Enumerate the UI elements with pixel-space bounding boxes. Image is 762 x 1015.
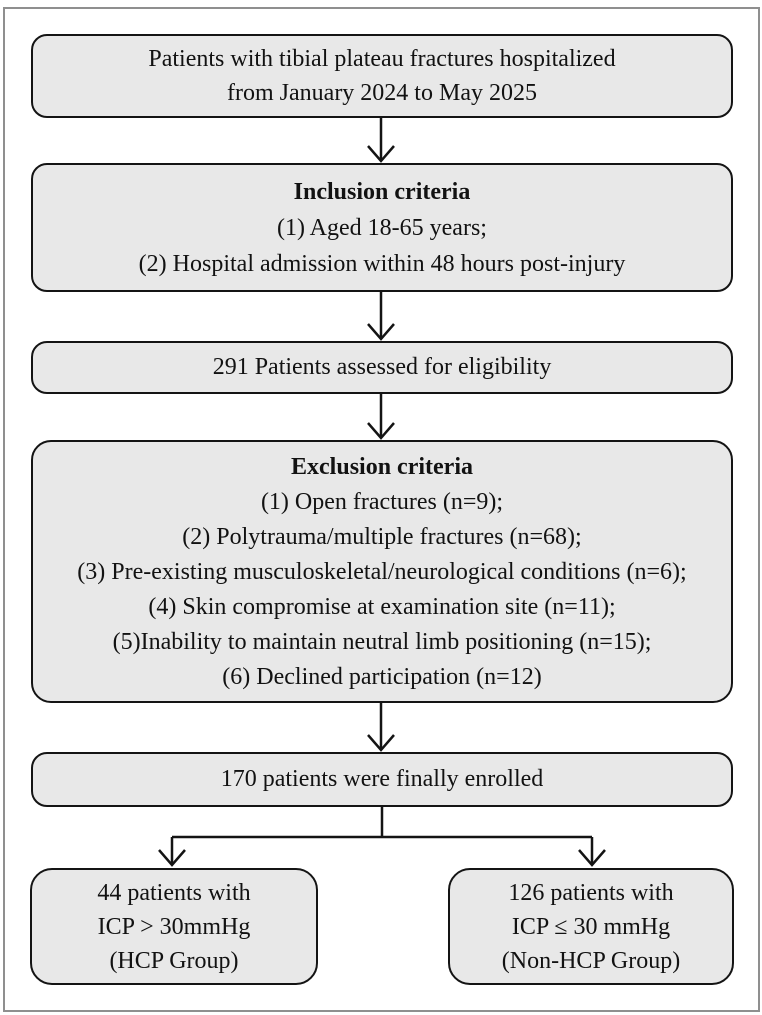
- box-non-hcp-group: 126 patients with ICP ≤ 30 mmHg (Non-HCP…: [448, 868, 734, 985]
- branch-connector: [158, 807, 606, 867]
- non-hcp-line-3: (Non-HCP Group): [501, 947, 681, 974]
- down-arrow-1: [367, 118, 395, 163]
- enrolled-line: 170 patients were finally enrolled: [220, 766, 544, 792]
- exclusion-item-4: (4) Skin compromise at examination site …: [148, 593, 616, 620]
- box-hcp-group: 44 patients with ICP > 30mmHg (HCP Group…: [30, 868, 318, 985]
- inclusion-item-2: (2) Hospital admission within 48 hours p…: [138, 250, 626, 277]
- inclusion-criteria-title: Inclusion criteria: [293, 178, 471, 205]
- exclusion-criteria-title: Exclusion criteria: [291, 453, 473, 480]
- inclusion-item-1: (1) Aged 18-65 years;: [277, 214, 487, 241]
- down-arrow-3: [367, 394, 395, 440]
- exclusion-item-6: (6) Declined participation (n=12): [222, 663, 542, 690]
- box-exclusion-criteria: Exclusion criteria (1) Open fractures (n…: [31, 440, 733, 703]
- exclusion-item-2: (2) Polytrauma/multiple fractures (n=68)…: [182, 523, 582, 550]
- box-population-line-1: Patients with tibial plateau fractures h…: [148, 46, 616, 72]
- hcp-line-2: ICP > 30mmHg: [97, 913, 251, 940]
- box-population-line-2: from January 2024 to May 2025: [227, 80, 537, 106]
- box-finally-enrolled: 170 patients were finally enrolled: [31, 752, 733, 807]
- down-arrow-4: [367, 703, 395, 752]
- box-inclusion-criteria: Inclusion criteria (1) Aged 18-65 years;…: [31, 163, 733, 292]
- exclusion-item-5: (5)Inability to maintain neutral limb po…: [112, 628, 652, 655]
- exclusion-item-1: (1) Open fractures (n=9);: [260, 488, 504, 515]
- non-hcp-line-1: 126 patients with: [508, 879, 674, 906]
- box-assessed-for-eligibility: 291 Patients assessed for eligibility: [31, 341, 733, 394]
- hcp-line-3: (HCP Group): [109, 947, 239, 974]
- exclusion-item-3: (3) Pre-existing musculoskeletal/neurolo…: [77, 558, 687, 585]
- assessed-line: 291 Patients assessed for eligibility: [212, 354, 552, 380]
- non-hcp-line-2: ICP ≤ 30 mmHg: [511, 913, 671, 940]
- down-arrow-2: [367, 292, 395, 341]
- box-population: Patients with tibial plateau fractures h…: [31, 34, 733, 118]
- hcp-line-1: 44 patients with: [97, 879, 251, 906]
